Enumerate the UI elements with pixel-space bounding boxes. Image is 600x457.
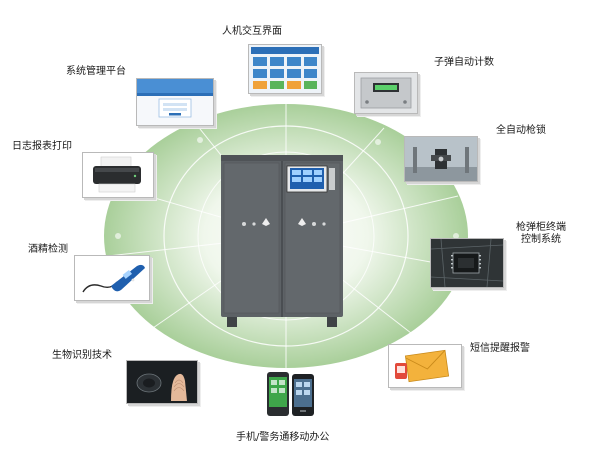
touchscreen-ui-icon (249, 45, 321, 93)
module-lock (404, 136, 478, 182)
module-label-alcohol: 酒精检测 (28, 244, 68, 255)
sms-envelope-icon (389, 345, 461, 387)
web-platform-icon (137, 79, 213, 125)
module-printer (82, 152, 154, 198)
module-label-hmi: 人机交互界面 (222, 26, 282, 37)
printer-icon (83, 153, 153, 197)
smartphone-icon (267, 372, 314, 416)
module-label-platform: 系统管理平台 (66, 66, 126, 77)
module-platform (136, 78, 214, 126)
module-sms (388, 344, 462, 388)
module-label-printer: 日志报表打印 (12, 141, 72, 152)
gun-cabinet-icon (221, 155, 343, 327)
module-terminal (430, 238, 504, 288)
module-label-sms: 短信提醒报警 (470, 343, 530, 354)
module-label-bio: 生物识别技术 (52, 350, 112, 361)
module-counter (354, 72, 418, 114)
module-label-mobile: 手机/警务通移动办公 (236, 432, 330, 443)
module-label-counter: 子弹自动计数 (434, 57, 494, 68)
module-label-lock: 全自动枪锁 (496, 125, 546, 136)
module-hmi (248, 44, 322, 94)
breathalyzer-icon (75, 256, 149, 300)
module-bio (126, 360, 198, 404)
counter-device-icon (355, 73, 417, 113)
fingerprint-icon (127, 361, 197, 403)
module-label-terminal: 枪弹柜终端 控制系统 (516, 222, 566, 245)
circuit-board-icon (431, 239, 503, 287)
gun-lock-icon (405, 137, 477, 181)
module-alcohol (74, 255, 150, 301)
